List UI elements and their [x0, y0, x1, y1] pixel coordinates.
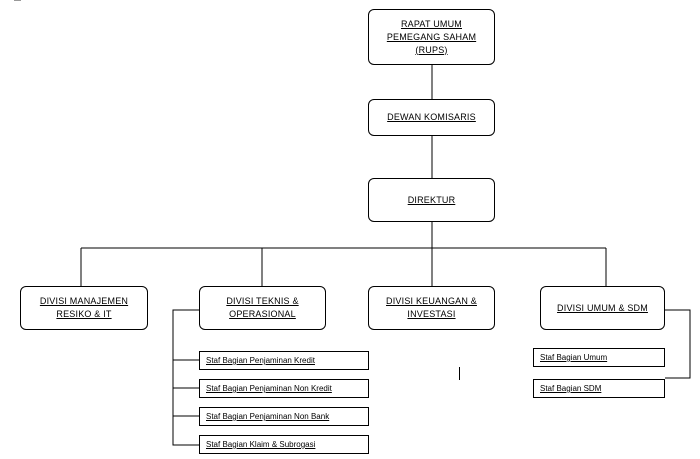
node-direktur-label: DIREKTUR: [407, 194, 456, 205]
node-divisi-teknis[interactable]: DIVISI TEKNIS & OPERASIONAL: [199, 286, 326, 330]
node-divisi-keuangan-label: DIVISI KEUANGAN & INVESTASI: [386, 296, 477, 319]
node-rups-label: RAPAT UMUM PEMEGANG SAHAM (RUPS): [386, 18, 477, 55]
node-dewan-komisaris[interactable]: DEWAN KOMISARIS: [368, 99, 495, 136]
node-dewan-komisaris-label: DEWAN KOMISARIS: [387, 112, 476, 122]
staff-penjaminan-non-bank[interactable]: Staf Bagian Penjaminan Non Bank: [199, 407, 369, 426]
node-divisi-umum-label: DIVISI UMUM & SDM: [557, 302, 648, 313]
node-divisi-keuangan[interactable]: DIVISI KEUANGAN & INVESTASI: [368, 286, 495, 330]
node-divisi-manajemen[interactable]: DIVISI MANAJEMEN RESIKO & IT: [20, 286, 148, 330]
staff-label: Staf Bagian Penjaminan Kredit: [206, 356, 315, 365]
node-divisi-manajemen-label: DIVISI MANAJEMEN RESIKO & IT: [39, 296, 129, 319]
staff-label: Staf Bagian Umum: [540, 353, 608, 362]
staff-sdm[interactable]: Staf Bagian SDM: [533, 379, 665, 398]
staff-label: Staf Bagian Penjaminan Non Bank: [206, 412, 330, 421]
node-divisi-teknis-label: DIVISI TEKNIS & OPERASIONAL: [226, 296, 299, 319]
node-rups[interactable]: RAPAT UMUM PEMEGANG SAHAM (RUPS): [368, 9, 495, 65]
staff-label: Staf Bagian Penjaminan Non Kredit: [206, 384, 332, 393]
node-divisi-umum[interactable]: DIVISI UMUM & SDM: [540, 286, 665, 330]
staff-klaim-subrogasi[interactable]: Staf Bagian Klaim & Subrogasi: [199, 435, 369, 454]
staff-penjaminan-non-kredit[interactable]: Staf Bagian Penjaminan Non Kredit: [199, 379, 369, 398]
staff-umum[interactable]: Staf Bagian Umum: [533, 348, 665, 367]
staff-label: Staf Bagian SDM: [540, 384, 602, 393]
node-direktur[interactable]: DIREKTUR: [368, 178, 495, 222]
staff-penjaminan-kredit[interactable]: Staf Bagian Penjaminan Kredit: [199, 351, 369, 370]
text-cursor: [459, 367, 460, 380]
staff-label: Staf Bagian Klaim & Subrogasi: [206, 440, 316, 449]
page-corner-marker: [14, 0, 21, 1]
